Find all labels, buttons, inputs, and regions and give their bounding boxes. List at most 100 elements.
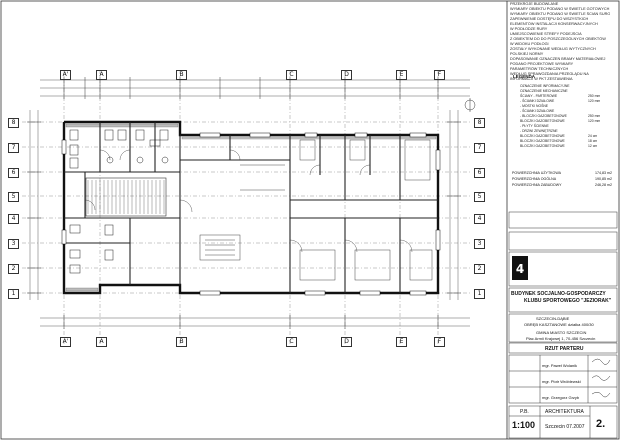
grid-axis-label: 3 [8, 239, 19, 249]
area-label: POWIERZCHNIA OGÓLNA [512, 177, 557, 181]
compass-marks [464, 98, 476, 112]
grid-axis-label: B [176, 337, 187, 347]
area-value: 174,83 m2 [595, 171, 612, 175]
legend-row-label: BLOCZKI GAZOBETONOWE [520, 134, 565, 138]
grid-axis-label: A [96, 337, 107, 347]
note-line: DOPASOWANIE OZNACZEŃ BRAMY MATERIAŁOWEJ [510, 57, 606, 61]
sanitary-fixtures [69, 129, 169, 274]
grid-lines [22, 70, 470, 345]
investor-address: Plac Armii Krajowej 1, 70-456 Szczecin [526, 336, 596, 341]
wall-hatching [65, 123, 437, 292]
grid-axis-label: 5 [8, 192, 19, 202]
team-member-1: mgr. Paweł Wolanik [542, 363, 578, 368]
signatures [591, 358, 611, 398]
team-member-2: mgr. Piotr Wróblewski [542, 379, 581, 384]
note-line: PODANO PROJEKTOWE WYMIARY [510, 62, 574, 66]
legend-row: - DRZWI ZEWNĘTRZNE [520, 129, 558, 133]
legend-row: OZNACZENIE MECHANICZNE [520, 89, 568, 93]
legend-row-value: 12 cm [588, 144, 598, 148]
legend-row-label: BLOCZKI GAZOBETONOWE [520, 119, 565, 123]
grid-axis-label: A' [60, 70, 71, 80]
legend-row-label: - PŁYTY ŚCIENNE [520, 124, 549, 128]
team-member-3: mgr. Grzegorz Grzyb [542, 395, 580, 400]
grid-axis-label: 8 [8, 118, 19, 128]
note-line: WYMIARY OBIEKTU PODANO W ŚWIETLE ŚCIAN S… [510, 12, 610, 16]
area-label: POWIERZCHNIA UŻYTKOWA [512, 171, 561, 175]
note-line: POLSKIEJ NORMY [510, 52, 544, 56]
legend-row-value: 120 mm [588, 99, 601, 103]
legend-title: LEGENDA [513, 74, 536, 79]
legend-row: - MOSTKI NOŚNE [520, 104, 548, 108]
area-value: 246,28 m2 [595, 183, 612, 187]
grid-axis-label: 2 [474, 264, 485, 274]
grid-axis-label: F [434, 70, 445, 80]
legend-row-value: 250 mm [588, 94, 601, 98]
address: OBRĘB KASZTANOWE działka 400/30 [524, 322, 594, 327]
grid-axis-label: A' [60, 337, 71, 347]
note-line: W PODŁODZE RURY [510, 27, 548, 31]
legend-row: - PŁYTY ŚCIENNE [520, 124, 549, 128]
grid-axis-label: A [96, 70, 107, 80]
legend-row-label: OZNACZENIE INFORMACYJNE [520, 84, 570, 88]
legend-row-value: 18 cm [588, 139, 598, 143]
note-line: WYMIARY OBIEKTU PODANO W ŚWIETLE GOTOWYC… [510, 7, 610, 11]
legend-row: BLOCZKI GAZOBETONOWE 18 cm [520, 139, 597, 143]
legend-row-label: BLOCZKI GAZOBETONOWE [520, 144, 565, 148]
dimension-ticks [27, 77, 461, 329]
interior-walls [64, 122, 438, 293]
project-name-line2: KLUBU SPORTOWEGO "JEZIORAK" [524, 298, 612, 304]
grid-axis-label: 1 [474, 289, 485, 299]
grid-axis-label: 6 [474, 168, 485, 178]
legend-row-label: ŚCIANY - PARTEROWE [520, 94, 558, 98]
area-label: POWIERZCHNIA ZABUDOWY [512, 183, 562, 187]
grid-axis-label: 3 [474, 239, 485, 249]
legend-row: - ŚCIANKI DZIAŁOWE [520, 109, 554, 113]
windows [61, 132, 441, 296]
grid-axis-label: F [434, 337, 445, 347]
design-phase: P.B. [520, 409, 529, 415]
title-block-grid [508, 211, 618, 439]
grid-axis-label: C [286, 337, 297, 347]
grid-axis-label: E [396, 70, 407, 80]
legend-row-value: 250 mm [588, 114, 601, 118]
drawing-scale: 1:100 [512, 420, 536, 430]
grid-axis-label: D [341, 70, 352, 80]
legend-row-label: BLOCZKI GAZOBETONOWE [520, 139, 565, 143]
note-line: PRZEKROJE BUDOWLANE [510, 2, 559, 6]
area-value: 190,85 m2 [595, 177, 612, 181]
grid-axis-label: 6 [8, 168, 19, 178]
note-line: ELEMENTÓW INSTALACJI KONSERWACYJNYCH [510, 22, 598, 26]
door-swings [84, 149, 413, 253]
grid-axis-label: 4 [8, 214, 19, 224]
project-name: BUDYNEK SOCJALNO-GOSPODARCZY [511, 291, 606, 297]
investor: GMINA MIASTO SZCZECIN [536, 330, 587, 335]
grid-axis-label: D [341, 337, 352, 347]
drawing-date: Szczecin 07.2007 [545, 424, 585, 430]
note-line: ZOSTAŁY WYKONANE WEDŁUG WYTYCZNYCH [510, 47, 596, 51]
grid-axis-label: C [286, 70, 297, 80]
note-line: Z OBIEKTEM DO DO POSZCZEGÓLNYCH OBIEKTÓW [510, 37, 606, 41]
legend-row: OZNACZENIE INFORMACYJNE [520, 84, 570, 88]
legend-row-label: - DRZWI ZEWNĘTRZNE [520, 129, 558, 133]
location: SZCZECIN-DĄBIE [536, 316, 570, 321]
note-line: WEDŁUG SPRAWOZDANIA PRZEGLĄDU NA [510, 72, 589, 76]
svg-text:4: 4 [516, 262, 524, 276]
note-line: ZAPEWNIENIE DOSTĘPU DO WSZYSTKICH [510, 17, 589, 21]
legend-row-label: - MOSTKI NOŚNE [520, 104, 549, 108]
area-row: POWIERZCHNIA OGÓLNA 190,85 m2 [512, 177, 612, 181]
stair-hatch [85, 177, 167, 217]
note-line: W WIDOKU PODŁOGI [510, 42, 549, 46]
legend-row: ŚCIANY - PARTEROWE 250 mm [520, 94, 600, 98]
hall-equipment [199, 139, 433, 281]
note-line: INFORMACJI W PKT ZESTAWIENIA [510, 77, 573, 81]
legend-row-label: OZNACZENIE MECHANICZNE [520, 89, 568, 93]
grid-axis-label: 1 [8, 289, 19, 299]
